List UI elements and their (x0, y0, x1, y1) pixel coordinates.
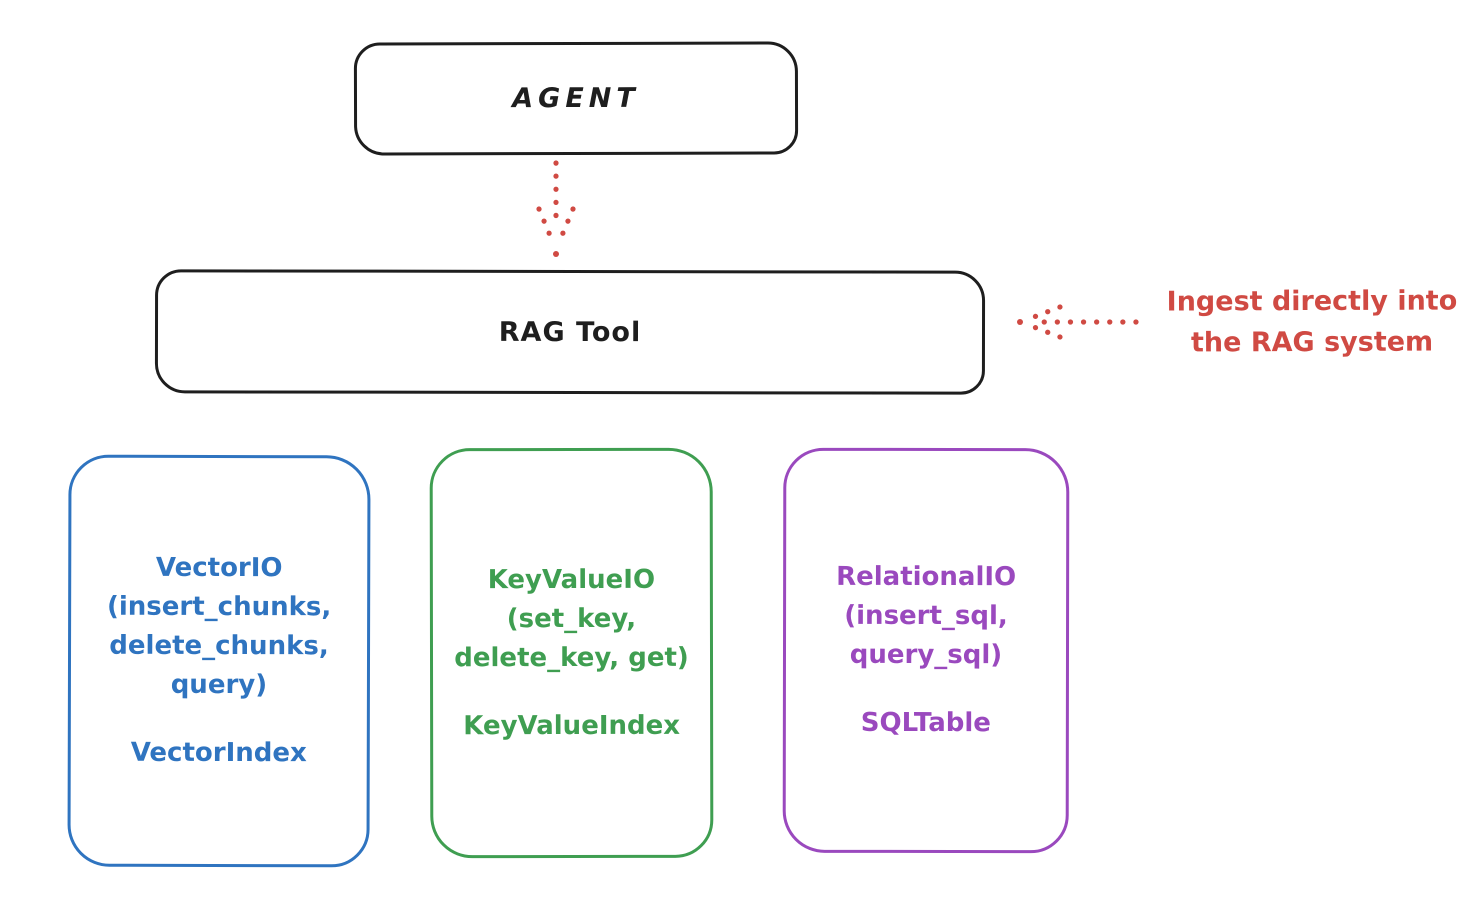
vector-io-method-line: delete_chunks, (109, 630, 329, 662)
keyvalue-io-method-line: (set_key, (506, 603, 637, 634)
vector-io-title: VectorIO (155, 552, 283, 584)
relational-io-method-line: (insert_sql, (844, 600, 1008, 632)
relational-io-method-line: query_sql) (849, 639, 1003, 671)
vector-index-label: VectorIndex (130, 737, 307, 769)
rag-tool-label: RAG Tool (498, 316, 642, 348)
ingest-annotation-line1: Ingest directly into (1166, 285, 1458, 318)
vector-io-method-line: (insert_chunks, (106, 591, 332, 623)
keyvalue-io-box: KeyValueIO (set_key, delete_key, get) Ke… (429, 447, 714, 859)
vector-io-method-line: query) (170, 669, 268, 701)
agent-label: AGENT (512, 82, 640, 115)
arrow-annotation-to-ragtool (1017, 304, 1139, 340)
ingest-annotation-line2: the RAG system (1190, 326, 1434, 359)
relational-io-title: RelationalIO (836, 561, 1017, 593)
keyvalue-index-label: KeyValueIndex (463, 710, 681, 741)
arrow-agent-to-ragtool (536, 160, 576, 257)
agent-box: AGENT (353, 41, 799, 156)
keyvalue-io-method-line: delete_key, get) (454, 642, 689, 673)
vector-io-box: VectorIO (insert_chunks, delete_chunks, … (67, 454, 371, 868)
sql-table-label: SQLTable (860, 707, 991, 739)
relational-io-box: RelationalIO (insert_sql, query_sql) SQL… (782, 447, 1070, 854)
ingest-annotation: Ingest directly into the RAG system (1140, 280, 1484, 363)
keyvalue-io-title: KeyValueIO (487, 564, 656, 595)
rag-tool-box: RAG Tool (154, 269, 986, 395)
